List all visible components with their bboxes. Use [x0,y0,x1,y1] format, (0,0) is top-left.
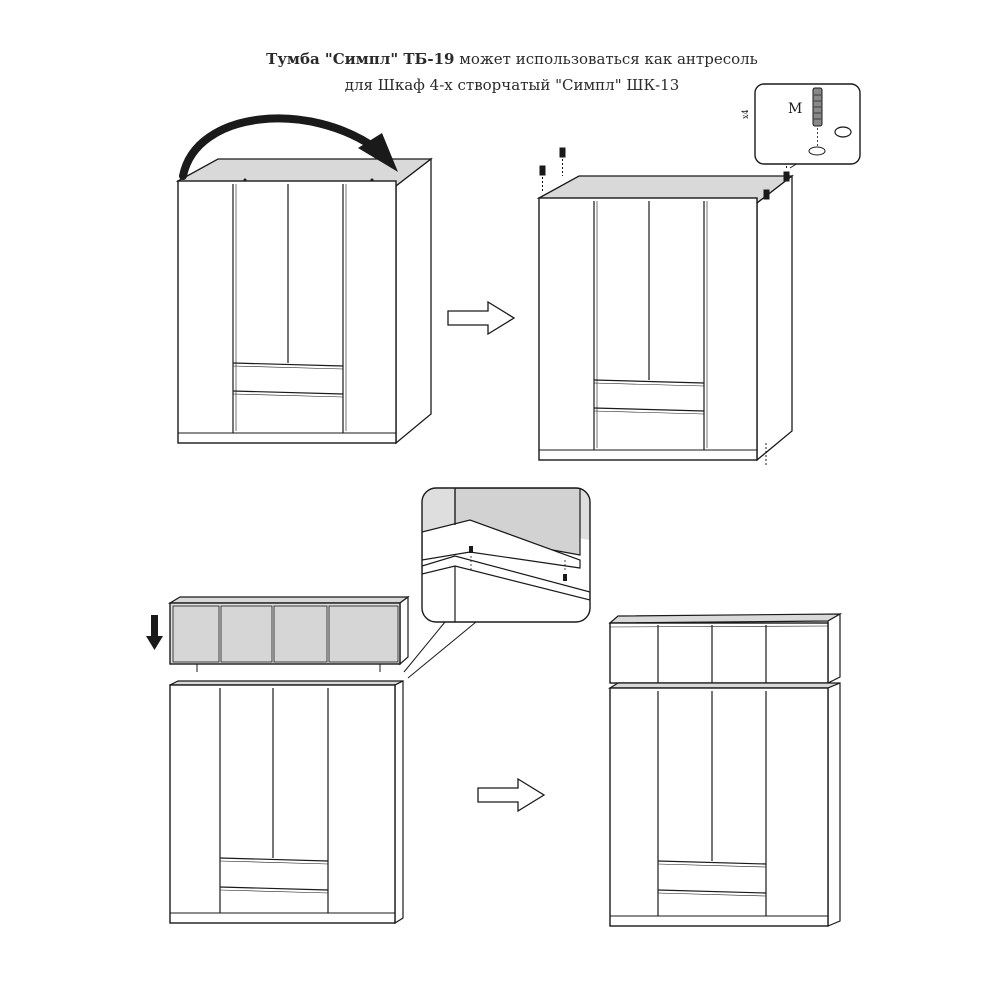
detail-zoom-inset [421,487,591,623]
hardware-callout: x4 M [741,83,861,165]
step-4-assembled [607,612,843,927]
down-arrow [146,615,163,650]
flip-arrow [179,114,382,180]
hardware-quantity: x4 [741,109,750,119]
step-2-insert-pins: x4 M [538,83,861,466]
hole-icon [834,126,852,138]
title-rest: может использоваться как антресоль [454,50,758,68]
top-cabinet [167,595,410,672]
product-name: Тумба "Симпл" ТБ-19 [266,50,455,68]
step-3-lower-cabinet [146,487,591,925]
instruction-title-line-1: Тумба "Симпл" ТБ-19 может использоваться… [12,50,1000,68]
step-arrow-1 [447,301,515,335]
hardware-part-letter: M [788,101,802,117]
step-1-flip-cabinet [177,114,432,444]
dowel-pin-icon [808,87,826,156]
fixing-pins [539,147,790,466]
step-arrow-2 [477,778,545,812]
instruction-title-line-2: для Шкаф 4-х створчатый "Симпл" ШК-13 [344,76,680,94]
